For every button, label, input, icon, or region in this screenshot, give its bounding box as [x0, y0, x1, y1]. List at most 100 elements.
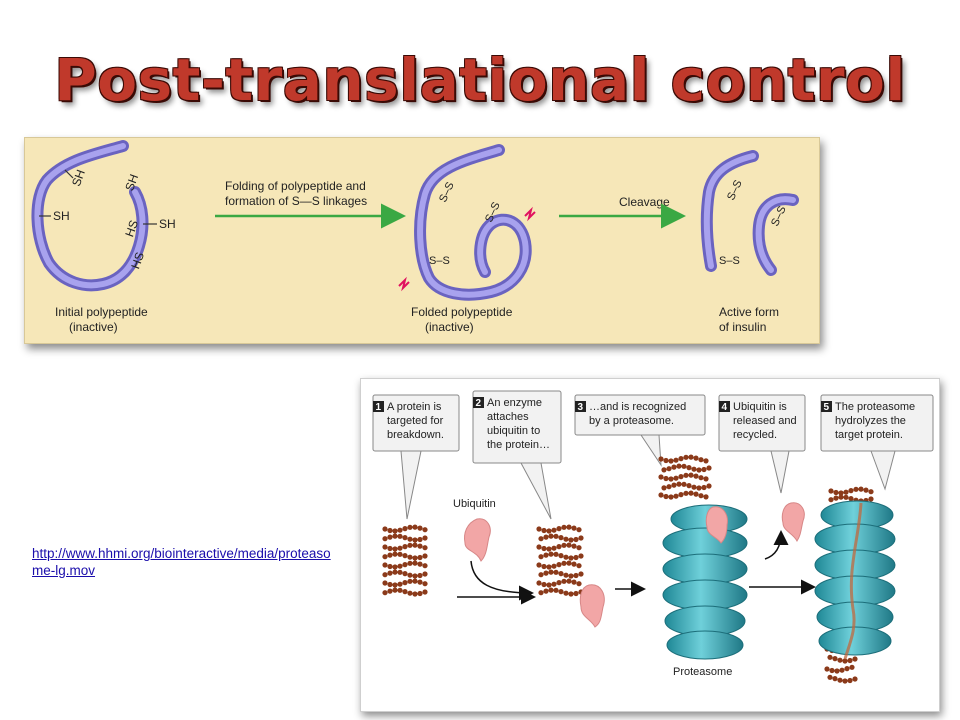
chain-2-bead	[573, 572, 579, 579]
chain-1-bead	[407, 578, 413, 584]
chain-2-bead	[543, 552, 549, 558]
chain-2-bead	[571, 561, 577, 567]
chain-2-bead	[573, 554, 579, 561]
chain-2-bead	[563, 554, 569, 560]
hs-label-1: HS	[122, 218, 141, 238]
chain-2-bead	[566, 524, 572, 530]
callout-4-line1: Ubiquitin is	[733, 401, 787, 413]
ubiquitin-free	[464, 518, 491, 562]
chain-2-bead	[536, 562, 542, 568]
chain-1-bead	[422, 527, 428, 533]
chain-2-bead	[556, 526, 562, 532]
chain-2-bead	[576, 581, 582, 587]
chain-4-bead	[863, 487, 869, 493]
chain-2-bead	[563, 536, 569, 542]
proteasome-2	[814, 500, 896, 660]
chain-1-bead	[422, 589, 428, 595]
ubiquitin-attached	[579, 584, 605, 628]
callout-5-number: 5	[824, 402, 830, 413]
chain-2-bead	[561, 542, 567, 548]
chain-2-bead	[551, 563, 557, 569]
protein-bead-chains	[382, 454, 874, 684]
chain-2-bead	[566, 578, 572, 584]
proteasome-1	[662, 504, 748, 660]
chain-4-bead	[838, 490, 844, 496]
chain-2-bead	[578, 535, 584, 541]
proteasome-video-link[interactable]: http://www.hhmi.org/biointeractive/media…	[32, 546, 331, 578]
chain-1-bead	[422, 571, 428, 577]
folding-step-line2: formation of S—S linkages	[225, 194, 367, 208]
chain-3-bead	[693, 455, 699, 461]
chain-4-bead	[858, 486, 864, 492]
chain-1-bead	[382, 580, 388, 586]
chain-1-bead	[392, 569, 398, 575]
chain-1-bead	[412, 573, 418, 579]
chain-3-bead	[678, 456, 684, 462]
chain-1-bead	[382, 572, 388, 578]
callout-2-line3: ubiquitin to	[487, 425, 540, 437]
sh-label-2: SH	[53, 209, 70, 223]
chain-4-bead	[868, 496, 874, 502]
chain-1-bead	[387, 563, 393, 570]
chain-1-bead	[392, 564, 398, 570]
chain-1-bead	[387, 581, 393, 588]
chain-1-bead	[387, 588, 393, 594]
ss-bond-6: S–S	[719, 255, 740, 267]
chain-1-bead	[412, 560, 418, 566]
chain-2-bead	[536, 526, 542, 532]
callout-5-line3: target protein.	[835, 429, 903, 441]
callout-1-line1: A protein is	[387, 401, 442, 413]
chain-5-bead	[824, 666, 830, 672]
chain-2-bead	[578, 553, 584, 559]
initial-polypeptide: SH SH SH HS SH HS Initial polypeptide (i…	[31, 140, 176, 334]
chain-3-bead	[706, 465, 712, 471]
chain-1-bead	[397, 527, 403, 533]
chain-3-bead	[671, 464, 677, 470]
chain-2-bead	[566, 542, 572, 548]
chain-1-bead	[417, 543, 423, 549]
chain-3-bead	[663, 475, 669, 482]
chain-3-bead	[676, 481, 682, 487]
cleavage-arrow: Cleavage	[559, 195, 686, 229]
chain-1-bead	[392, 546, 398, 552]
callout-2: 2 An enzyme attaches ubiquitin to the pr…	[472, 390, 562, 520]
chain-2-bead	[541, 563, 547, 570]
chain-2-bead	[573, 590, 579, 597]
chain-2-bead	[541, 545, 547, 552]
chain-3-bead	[693, 473, 699, 479]
initial-label-1: Initial polypeptide	[55, 305, 148, 319]
callout-1: 1 A protein is targeted for breakdown.	[372, 394, 460, 520]
chain-1-bead	[402, 589, 408, 595]
chain-3-bead	[678, 474, 684, 480]
chain-1-bead	[397, 545, 403, 551]
folding-arrow: Folding of polypeptide and formation of …	[215, 179, 406, 229]
chain-4-bead	[848, 488, 854, 494]
chain-2-bead	[568, 537, 574, 543]
chain-1-bead	[402, 580, 408, 586]
chain-1-bead	[422, 581, 428, 587]
chain-1-bead	[417, 554, 423, 561]
callout-5-line2: hydrolyzes the	[835, 415, 906, 427]
callout-1-line2: targeted for	[387, 415, 444, 427]
chain-1-bead	[422, 545, 428, 551]
active-label-1: Active form	[719, 305, 779, 319]
chain-1-bead	[407, 572, 413, 578]
chain-2-bead	[563, 590, 569, 596]
chain-3-bead	[693, 491, 699, 497]
chain-2-bead	[568, 555, 574, 561]
chain-2-bead	[553, 587, 559, 593]
callout-4-number: 4	[722, 402, 728, 413]
chain-1-bead	[402, 535, 408, 541]
chain-5-bead	[829, 667, 835, 674]
chain-5-bead	[849, 664, 855, 670]
proteasome-pathway-diagram: 1 A protein is targeted for breakdown. 2…	[360, 378, 940, 712]
chain-2-bead	[538, 554, 544, 560]
chain-2-bead	[548, 569, 554, 575]
chain-5-bead	[837, 677, 843, 683]
callout-5: 5 The proteasome hydrolyzes the target p…	[820, 394, 934, 491]
callout-1-number: 1	[376, 402, 382, 413]
chain-2-bead	[556, 562, 562, 568]
chain-3-bead	[691, 466, 697, 472]
chain-5-bead	[827, 674, 833, 680]
chain-3-bead	[676, 463, 682, 469]
